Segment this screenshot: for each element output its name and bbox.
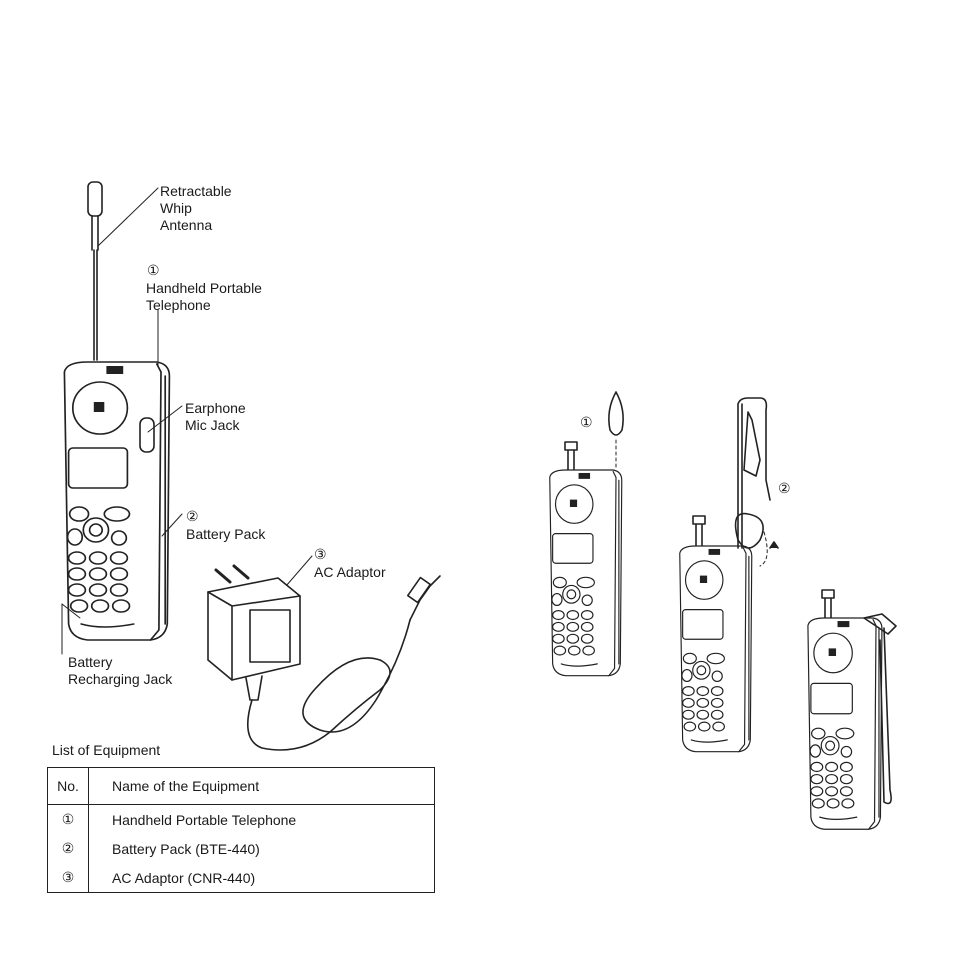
strap-phone-2 (680, 398, 778, 752)
equipment-list-title: List of Equipment (52, 742, 160, 758)
battery-number-label: ② (186, 508, 199, 525)
table-row: ③ AC Adaptor (CNR-440) (48, 863, 435, 893)
header-name: Name of the Equipment (89, 768, 435, 805)
row-no: ③ (48, 863, 89, 893)
row-no: ① (48, 805, 89, 835)
strap-step-2-label: ② (778, 480, 791, 497)
antenna-label: Retractable Whip Antenna (160, 183, 232, 234)
ac-adaptor-label: AC Adaptor (314, 564, 386, 581)
table-row: ② Battery Pack (BTE-440) (48, 834, 435, 863)
table-row: ① Handheld Portable Telephone (48, 805, 435, 835)
row-name: AC Adaptor (CNR-440) (89, 863, 435, 893)
header-no: No. (48, 768, 89, 805)
row-name: Battery Pack (BTE-440) (89, 834, 435, 863)
adaptor-number-label: ③ (314, 546, 327, 563)
main-phone (64, 182, 169, 640)
recharging-jack-label: Battery Recharging Jack (68, 654, 172, 688)
telephone-number-label: ① (147, 262, 160, 279)
strap-phone-3 (808, 590, 896, 829)
strap-step-1-label: ① (580, 414, 593, 431)
table-header-row: No. Name of the Equipment (48, 768, 435, 805)
row-name: Handheld Portable Telephone (89, 805, 435, 835)
row-no: ② (48, 834, 89, 863)
ac-adaptor (208, 566, 440, 750)
battery-pack-label: Battery Pack (186, 526, 265, 543)
strap-phone-1 (550, 392, 623, 676)
equipment-table: No. Name of the Equipment ① Handheld Por… (47, 767, 435, 893)
telephone-label: Handheld Portable Telephone (146, 280, 262, 314)
earphone-jack-label: Earphone Mic Jack (185, 400, 246, 434)
